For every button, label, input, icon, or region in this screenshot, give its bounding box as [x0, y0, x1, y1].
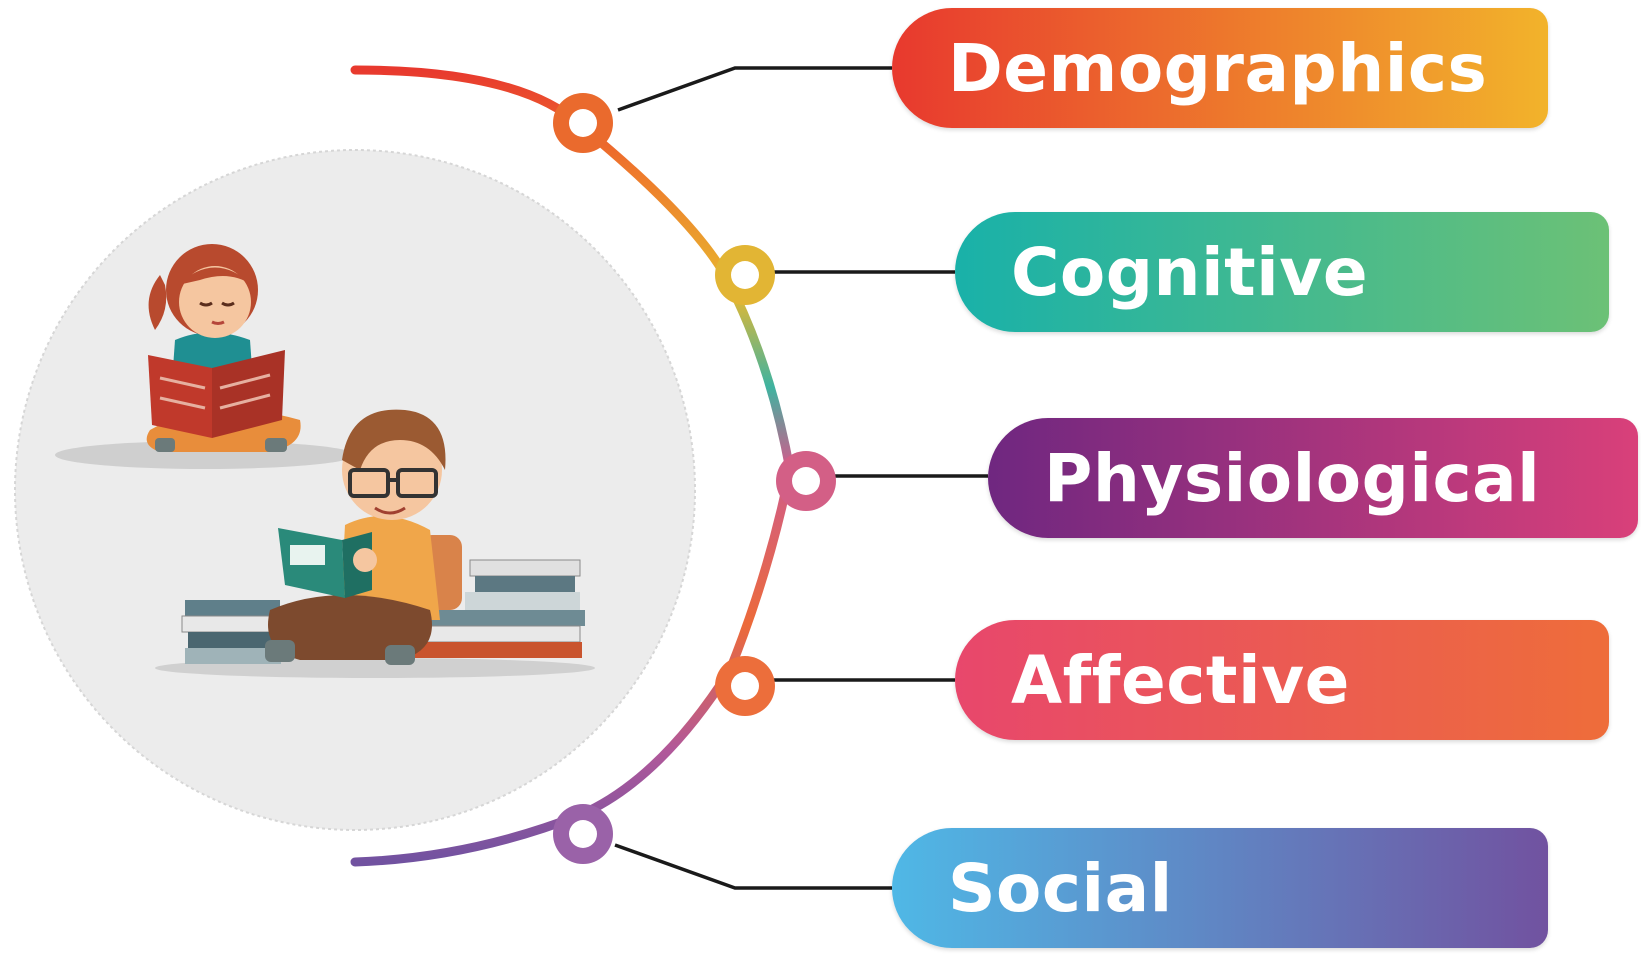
affective-text: Affective: [1011, 641, 1350, 719]
timeline-node-center: [731, 672, 759, 700]
cognitive-text: Cognitive: [1011, 233, 1369, 311]
timeline-node-center: [731, 261, 759, 289]
demographics-text: Demographics: [948, 29, 1488, 107]
timeline-node-center: [792, 467, 820, 495]
connector-line: [617, 66, 892, 112]
connector-line: [614, 843, 892, 890]
children-reading-illustration: [55, 244, 595, 678]
cognitive-label: Cognitive: [955, 212, 1609, 332]
physiological-label: Physiological: [988, 418, 1638, 538]
social-text: Social: [948, 849, 1173, 927]
timeline-node-center: [569, 109, 597, 137]
demographics-label: Demographics: [892, 8, 1548, 128]
timeline-node-center: [569, 820, 597, 848]
girl-reading-icon: [55, 244, 355, 469]
affective-label: Affective: [955, 620, 1609, 740]
social-label: Social: [892, 828, 1548, 948]
boy-reading-icon: [155, 409, 595, 678]
physiological-text: Physiological: [1044, 439, 1541, 517]
